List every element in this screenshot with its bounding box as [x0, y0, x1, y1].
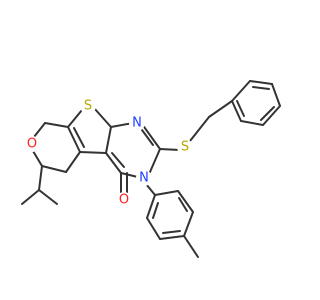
bond-layer	[21, 80, 281, 258]
bond	[236, 100, 245, 117]
bond	[178, 197, 188, 212]
atom-o-carbonyl: O	[116, 192, 132, 208]
atom-layer: S N S N O O	[24, 98, 193, 208]
bond	[152, 202, 159, 219]
bond	[111, 152, 125, 168]
bond	[32, 150, 43, 167]
bond	[146, 194, 156, 219]
bond	[105, 152, 122, 174]
bond	[252, 86, 270, 90]
atom-label: O	[27, 137, 37, 152]
atom-label: N	[139, 171, 149, 186]
bond	[21, 189, 40, 205]
bond	[183, 235, 199, 258]
bond	[162, 230, 181, 234]
atom-n-imine: N	[129, 115, 145, 131]
bond	[154, 190, 179, 196]
bond	[145, 183, 156, 196]
atom-n-amide: N	[136, 170, 152, 186]
bond	[93, 107, 112, 128]
atom-s-thiophene: S	[80, 98, 96, 114]
bond	[177, 190, 194, 213]
bond	[141, 123, 161, 150]
bond	[67, 126, 81, 153]
bond	[240, 120, 264, 126]
molecule-structure: S N S N O O	[21, 80, 281, 258]
bond	[73, 127, 85, 148]
bond	[67, 109, 83, 128]
bond	[38, 165, 43, 191]
atom-label: N	[132, 116, 142, 131]
bond	[231, 80, 251, 102]
bond	[141, 129, 154, 146]
bond	[262, 105, 281, 126]
bond	[208, 100, 233, 118]
bond	[44, 122, 69, 128]
atom-label: O	[119, 193, 129, 208]
bond	[33, 122, 46, 138]
bond	[38, 189, 58, 205]
atom-o-pyran: O	[24, 136, 40, 152]
bond	[79, 151, 107, 154]
bond	[271, 83, 281, 107]
bond	[183, 211, 194, 237]
bond	[41, 165, 67, 173]
bond	[159, 148, 181, 151]
bond	[105, 126, 112, 154]
bond	[260, 106, 275, 121]
bond	[146, 217, 161, 240]
atom-label: S	[181, 140, 189, 155]
bond	[231, 100, 242, 122]
atom-s-thioether: S	[177, 139, 193, 155]
bond	[249, 80, 273, 85]
bond	[149, 148, 161, 173]
bond	[189, 116, 210, 142]
bond	[65, 151, 81, 173]
atom-label: S	[84, 99, 92, 114]
bond	[159, 235, 185, 240]
